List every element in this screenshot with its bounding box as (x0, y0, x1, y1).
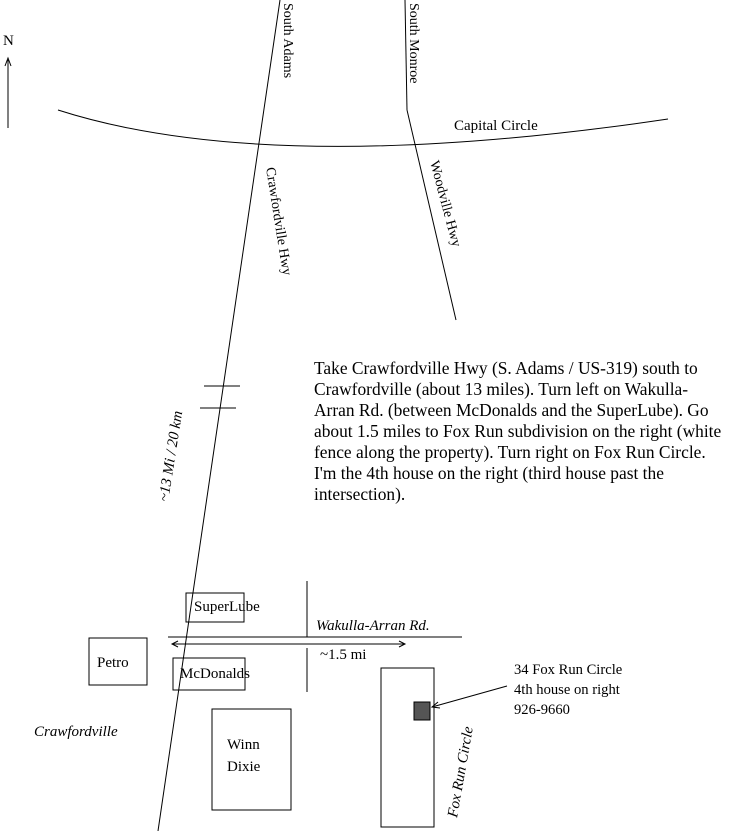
fox-run-circle-road (380, 667, 435, 828)
winn-dixie-building (211, 708, 292, 811)
crawfordville-hwy-road (157, 0, 281, 831)
crawfordville-hwy-label: Crawfordville Hwy (262, 166, 294, 276)
address-line-1: 34 Fox Run Circle (514, 662, 623, 678)
south-monroe-road (404, 0, 408, 111)
fox-run-circle-label: Fox Run Circle (445, 725, 477, 820)
address-pointer-line (431, 685, 508, 708)
superlube-building (185, 592, 245, 623)
mcdonalds-label: McDonalds (180, 666, 250, 682)
north-label: N (3, 33, 14, 49)
address-pointer-head (430, 701, 441, 709)
superlube-label: SuperLube (194, 599, 260, 615)
winn-label: Winn (227, 737, 260, 753)
petro-building (88, 637, 148, 686)
distance-arrow-left-head (170, 640, 179, 648)
woodville-hwy-label: Woodville Hwy (426, 159, 463, 249)
south-monroe-label: South Monroe (406, 3, 421, 84)
petro-label: Petro (97, 655, 129, 671)
wakulla-arran-label: Wakulla-Arran Rd. (316, 618, 430, 634)
address-phone: 926-9660 (514, 702, 570, 718)
address-block: 34 Fox Run Circle 4th house on right 926… (514, 660, 622, 720)
house-marker-icon (413, 701, 431, 721)
north-arrow-icon (4, 56, 12, 128)
mcdonalds-building (172, 657, 246, 691)
distance-arrow-right-head (398, 640, 407, 648)
wakulla-distance-label: ~1.5 mi (320, 647, 366, 663)
directions-text: Take Crawfordville Hwy (S. Adams / US-31… (314, 358, 722, 504)
crawfordville-label: Crawfordville (34, 724, 118, 740)
capital-circle-road (57, 109, 669, 147)
highway-distance-label: ~13 Mi / 20 km (156, 410, 186, 503)
capital-circle-label: Capital Circle (454, 118, 538, 134)
address-line-2: 4th house on right (514, 682, 620, 698)
dixie-label: Dixie (227, 759, 261, 775)
south-adams-label: South Adams (280, 3, 295, 78)
